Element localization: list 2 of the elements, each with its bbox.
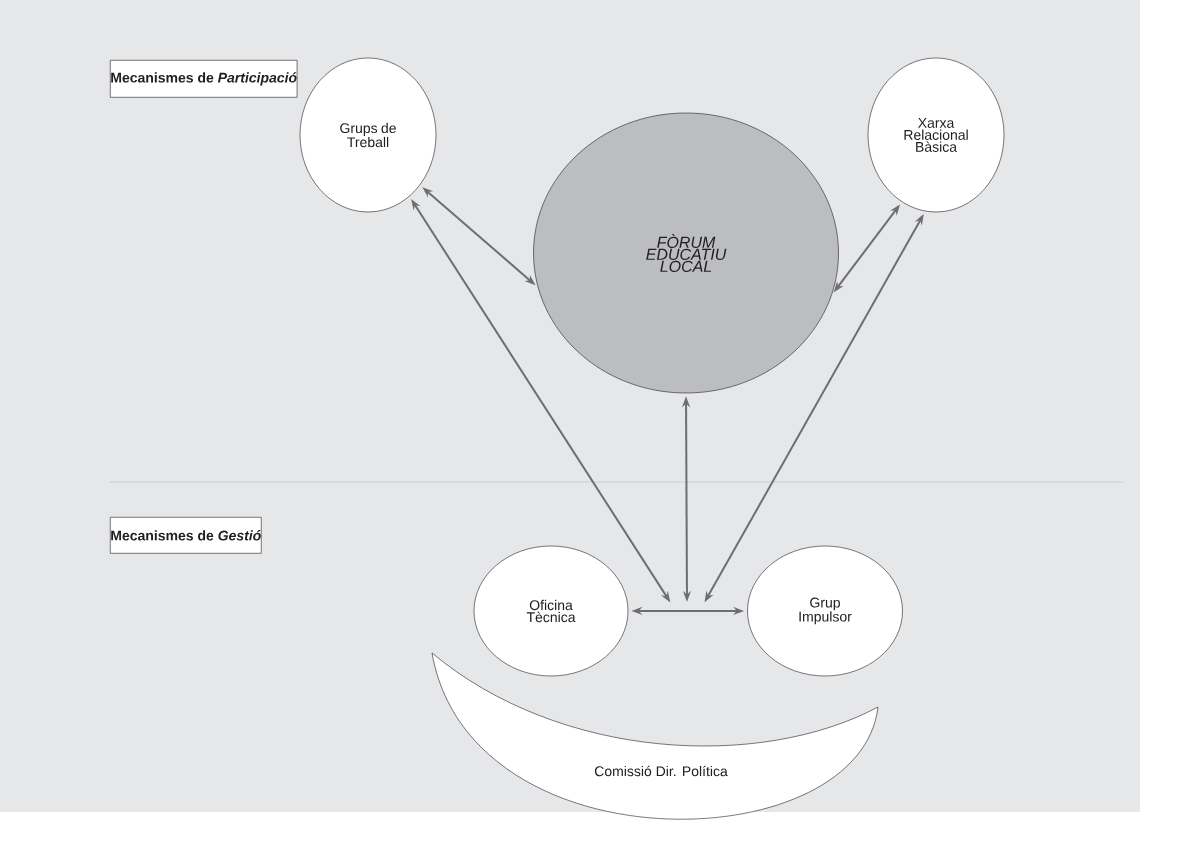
- heading-box: Mecanismes de Participació: [110, 60, 298, 98]
- heading-box: Mecanismes de Gestió: [110, 517, 262, 554]
